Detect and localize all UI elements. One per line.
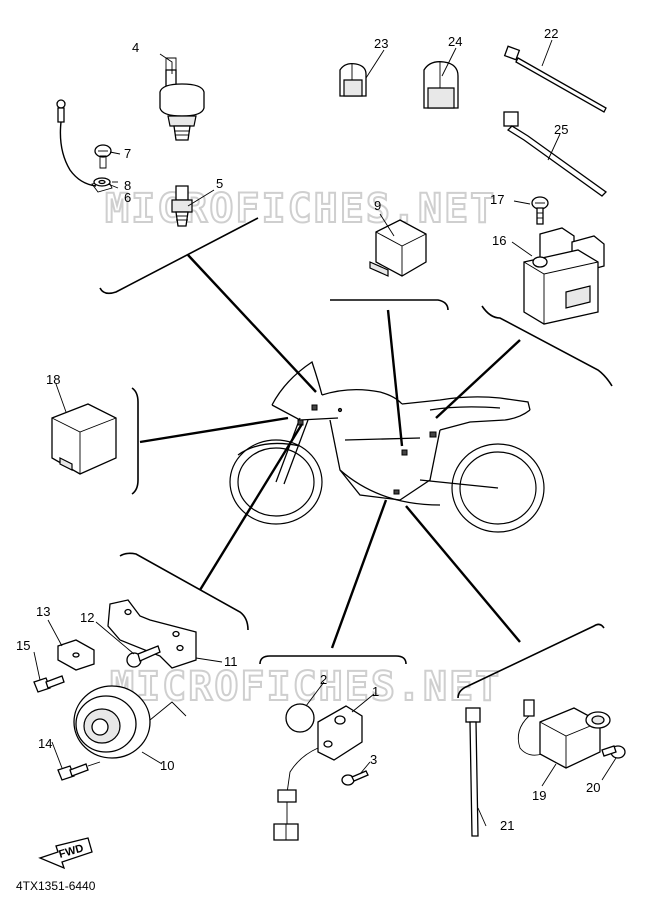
bracket-13[interactable] — [57, 639, 95, 671]
relay-9[interactable] — [369, 219, 427, 277]
callout-13: 13 — [36, 604, 50, 619]
main-switch-19[interactable] — [517, 699, 611, 769]
callout-14: 14 — [38, 736, 52, 751]
callout-1: 1 — [372, 684, 379, 699]
horn-10[interactable] — [73, 685, 187, 759]
cable-tie-21[interactable] — [465, 707, 481, 837]
callout-18: 18 — [46, 372, 60, 387]
clip-23[interactable] — [339, 62, 367, 97]
callout-6: 6 — [124, 190, 131, 205]
washer-8[interactable] — [93, 177, 111, 187]
callout-15: 15 — [16, 638, 30, 653]
clip-24[interactable] — [423, 61, 459, 109]
callout-3: 3 — [370, 752, 377, 767]
watermark-top: MICROFICHES.NET — [105, 186, 496, 232]
neutral-switch-5[interactable] — [171, 185, 193, 227]
callout-7: 7 — [124, 146, 131, 161]
callout-2: 2 — [320, 672, 327, 687]
cable-tie-22[interactable] — [503, 45, 607, 113]
screw-3[interactable] — [341, 770, 369, 786]
flasher-relay-18[interactable] — [51, 403, 117, 475]
callout-20: 20 — [586, 780, 600, 795]
callout-numbers: 4 7 8 6 5 23 24 22 25 9 17 16 18 13 12 1… — [16, 26, 600, 833]
leader-lines — [33, 39, 617, 827]
callout-23: 23 — [374, 36, 388, 51]
callout-4: 4 — [132, 40, 139, 55]
screw-17[interactable] — [531, 196, 549, 225]
callout-8: 8 — [124, 178, 131, 193]
diagram-code: 4TX1351-6440 — [16, 879, 96, 893]
thermo-switch-4[interactable] — [159, 57, 205, 141]
bolt-14[interactable] — [57, 761, 101, 781]
wire-lead-6[interactable] — [56, 99, 113, 193]
starter-relay-16[interactable] — [523, 227, 605, 325]
group-brackets — [99, 217, 613, 699]
bolt-20[interactable] — [601, 745, 626, 759]
callout-9: 9 — [374, 198, 381, 213]
callout-10: 10 — [160, 758, 174, 773]
callout-22: 22 — [544, 26, 558, 41]
callout-21: 21 — [500, 818, 514, 833]
callout-5: 5 — [216, 176, 223, 191]
horn-bracket-11[interactable] — [107, 599, 197, 669]
callout-11: 11 — [224, 654, 238, 669]
callout-17: 17 — [490, 192, 504, 207]
forward-direction-arrow: FWD — [38, 837, 93, 870]
o-ring-2[interactable] — [285, 703, 315, 733]
bolt-15[interactable] — [33, 675, 65, 693]
callout-12: 12 — [80, 610, 94, 625]
watermark-bottom: MICROFICHES.NET — [110, 664, 501, 710]
guide-lines — [139, 254, 521, 649]
callout-19: 19 — [532, 788, 546, 803]
sidestand-switch-1[interactable] — [273, 705, 363, 841]
bolt-12[interactable] — [126, 645, 161, 668]
callout-25: 25 — [554, 122, 568, 137]
callout-24: 24 — [448, 34, 462, 49]
motorcycle-outline — [229, 360, 545, 533]
screw-7[interactable] — [94, 144, 112, 169]
cable-tie-25[interactable] — [503, 111, 608, 197]
callout-16: 16 — [492, 233, 506, 248]
